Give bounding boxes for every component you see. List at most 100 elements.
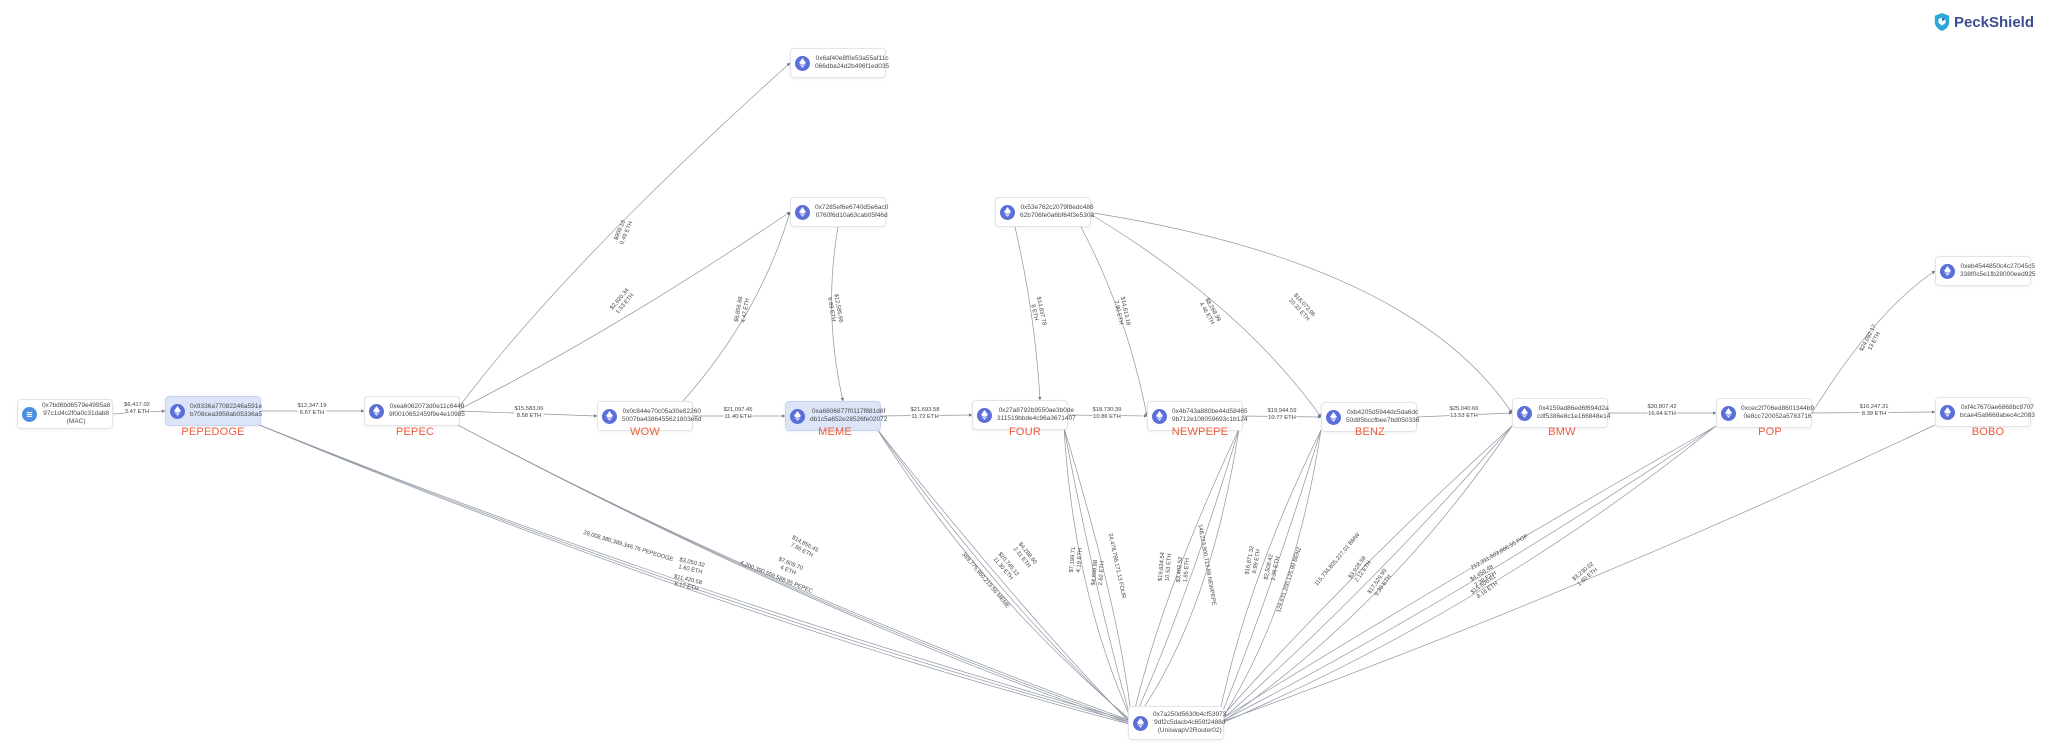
token-label-four: FOUR	[1009, 426, 1041, 438]
edge-pop-router-2	[1217, 425, 1717, 726]
token-label-newpepe: NEWPEPE	[1171, 426, 1229, 438]
ethereum-icon	[1721, 405, 1736, 421]
edge-newpepe-router-2	[1131, 428, 1240, 726]
token-label-benz: BENZ	[1354, 426, 1386, 438]
ethereum-icon	[795, 204, 810, 220]
ethereum-icon	[369, 403, 384, 419]
edge-four-router-0	[1063, 427, 1133, 722]
edge-pepec-t1	[455, 62, 791, 412]
edge-pepec-router-2	[455, 423, 1133, 726]
edge-label: $15,583.06 8.58 ETH	[514, 406, 544, 420]
edge-bmw-router-1	[1217, 425, 1513, 724]
node-side-1[interactable]: 0x6af40e8f0e53a55af11c 066dba24d2b496f1e…	[790, 48, 890, 78]
ethereum-icon	[1517, 405, 1532, 421]
edge-benz-router-1	[1217, 429, 1322, 724]
node-address: 0xb4205d5944dc5da6dc 50d85bccfbee7bd0503…	[1346, 409, 1420, 424]
edge-label: $16,247.31 8.39 ETH	[1859, 404, 1889, 418]
node-address: 0x27a8792b9550ae3b0de 311519bbde4c96a367…	[997, 407, 1076, 422]
edge-label: $6,417.02 3.47 ETH	[124, 402, 150, 416]
node-newpepe[interactable]: 0x4b743a880be44d58465 9b712e108059693c1b…	[1147, 401, 1248, 431]
edge-t3-benz	[1086, 211, 1322, 418]
edge-label: $18,730.39 10.86 ETH	[1092, 407, 1122, 421]
node-bobo[interactable]: 0xf4c7670ae6868bc8707 bcae45a9668abec4c2…	[1935, 397, 2035, 427]
node-address: 0x7a250d5630b4cf53973 9df2c5dacb4c659f24…	[1153, 711, 1227, 734]
node-address: 0x6af40e8f0e53a55af11c 066dba24d2b496f1e…	[815, 55, 890, 70]
edge-label: $19,944.59 10.77 ETH	[1267, 408, 1297, 422]
ethereum-icon	[1152, 408, 1167, 424]
node-bmw[interactable]: 0x4159ad86ed6f694d2a cdf5386e8c1e166848e…	[1512, 398, 1611, 428]
node-pop[interactable]: 0xcec2f706ed8601344b9 0e8cc720052a578371…	[1716, 398, 1815, 428]
edge-label: $7,199.71 4.19 ETH	[1068, 546, 1085, 573]
edge-pepec-t2	[455, 211, 791, 412]
edge-pop-router-0	[1217, 425, 1717, 722]
node-address: 0x0c844e70c05a30e82260 5007ba43864556218…	[622, 408, 702, 423]
token-label-wow: WOW	[630, 426, 660, 438]
edge-label: $21,693.58 11.72 ETH	[910, 407, 940, 421]
edge-label: $3,402.52 1.85 ETH	[1175, 556, 1192, 583]
edge-benz-router-2	[1217, 429, 1322, 726]
node-meme[interactable]: 0xa6806877f0117f881d6f db1c5a652e28526fe…	[785, 401, 887, 431]
node-pepec[interactable]: 0xea6062073d0e11c6448 9f0010652459f9e4e1…	[364, 396, 465, 426]
edge-meme-router-2	[876, 428, 1133, 726]
node-side-3[interactable]: 0x53e762c2079f8edc486 62b706fe0a6bf64f3e…	[995, 197, 1095, 227]
node-address: 0x53e762c2079f8edc486 62b706fe0a6bf64f3e…	[1020, 204, 1095, 219]
edge-newpepe-router-1	[1131, 428, 1240, 724]
node-address: 0xea6062073d0e11c6448 9f0010652459f9e4e1…	[389, 403, 465, 418]
node-side-2[interactable]: 0x7285ef6e6740d5e6ac0 0760f6d10a63cab05f…	[790, 197, 889, 227]
token-label-pepedoge: PEPEDOGE	[181, 426, 245, 438]
edge-label: $21,097.45 11.40 ETH	[723, 407, 753, 421]
node-address: 0x4b743a880be44d58465 9b712e108059693c1b…	[1172, 408, 1248, 423]
token-label-meme: MEME	[818, 426, 852, 438]
token-label-bmw: BMW	[1548, 426, 1576, 438]
node-address: 0x7285ef6e6740d5e6ac0 0760f6d10a63cab05f…	[815, 204, 889, 219]
node-four[interactable]: 0x27a8792b9550ae3b0de 311519bbde4c96a367…	[972, 400, 1076, 430]
ethereum-icon	[602, 408, 617, 424]
node-address: 0x7bd6bd6579e4995a8 97c1d4c2f0a0c31dab8 …	[42, 402, 111, 425]
edge-meme-router-0	[876, 428, 1133, 722]
token-label-pop: POP	[1758, 426, 1782, 438]
node-address: 0xf4c7670ae6868bc8707 bcae45a9668abec4c2…	[1960, 404, 2035, 419]
node-pepedoge[interactable]: 0x9336a77082246a591e b708cea3958ab05336a…	[165, 396, 262, 426]
ethereum-icon	[795, 55, 810, 71]
token-label-pepec: PEPEC	[395, 426, 435, 438]
edge-four-router-2	[1063, 427, 1134, 726]
edge-t3-four	[1014, 226, 1042, 401]
node-address: 0xcec2f706ed8601344b9 0e8cc720052a578371…	[1741, 405, 1815, 420]
edge-wow-t2	[682, 211, 791, 402]
edge-pepedoge-router-2	[256, 423, 1133, 726]
exchange-icon	[22, 406, 37, 422]
token-label-bobo: BOBO	[1971, 426, 2005, 438]
edge-t3-newpepe	[1080, 226, 1149, 417]
edge-label: $19,634.54 10.53 ETH	[1157, 551, 1174, 582]
edge-t2-meme	[831, 226, 844, 402]
edge-label: $4,898.88 2.62 ETH	[1090, 559, 1107, 586]
ethereum-icon	[790, 408, 805, 424]
node-address: 0x9336a77082246a591e b708cea3958ab05336a…	[190, 403, 262, 418]
node-benz[interactable]: 0xb4205d5944dc5da6dc 50d85bccfbee7bd0503…	[1321, 402, 1420, 432]
edge-bmw-router-0	[1217, 425, 1513, 722]
peckshield-brand: PeckShield	[1933, 12, 2034, 32]
node-address: 0xa6806877f0117f881d6f db1c5a652e28526fe…	[810, 408, 888, 423]
edge-pepedoge-router-0	[256, 423, 1133, 723]
node-source-mac[interactable]: 0x7bd6bd6579e4995a8 97c1d4c2f0a0c31dab8 …	[17, 399, 113, 429]
edge-pepedoge-router-1	[256, 423, 1133, 724]
edge-benz-router-0	[1216, 429, 1322, 722]
ethereum-icon	[1000, 204, 1015, 220]
edge-pop-router-1	[1217, 425, 1717, 724]
ethereum-icon	[1940, 263, 1955, 279]
node-wow[interactable]: 0x0c844e70c05a30e82260 5007ba43864556218…	[597, 401, 702, 431]
peckshield-logo-icon	[1934, 13, 1950, 31]
edge-bmw-router-2	[1217, 425, 1513, 726]
ethereum-icon	[1326, 409, 1341, 425]
node-address: 0xeb4544850c4c27045c5 338f0c5e1fb28000ee…	[1960, 263, 2036, 278]
node-side-4[interactable]: 0xeb4544850c4c27045c5 338f0c5e1fb28000ee…	[1935, 256, 2036, 286]
edge-label: $30,807.42 16.64 ETH	[1647, 404, 1677, 418]
ethereum-icon	[170, 403, 185, 419]
edge-t3-bmw	[1086, 211, 1513, 414]
node-address: 0x4159ad86ed6f694d2a cdf5386e8c1e166848e…	[1537, 405, 1611, 420]
edge-label: $25,040.66 13.53 ETH	[1449, 406, 1479, 420]
ethereum-icon	[1133, 715, 1148, 731]
node-uniswap-router[interactable]: 0x7a250d5630b4cf53973 9df2c5dacb4c659f24…	[1128, 706, 1227, 740]
edge-four-router-1	[1063, 427, 1133, 724]
